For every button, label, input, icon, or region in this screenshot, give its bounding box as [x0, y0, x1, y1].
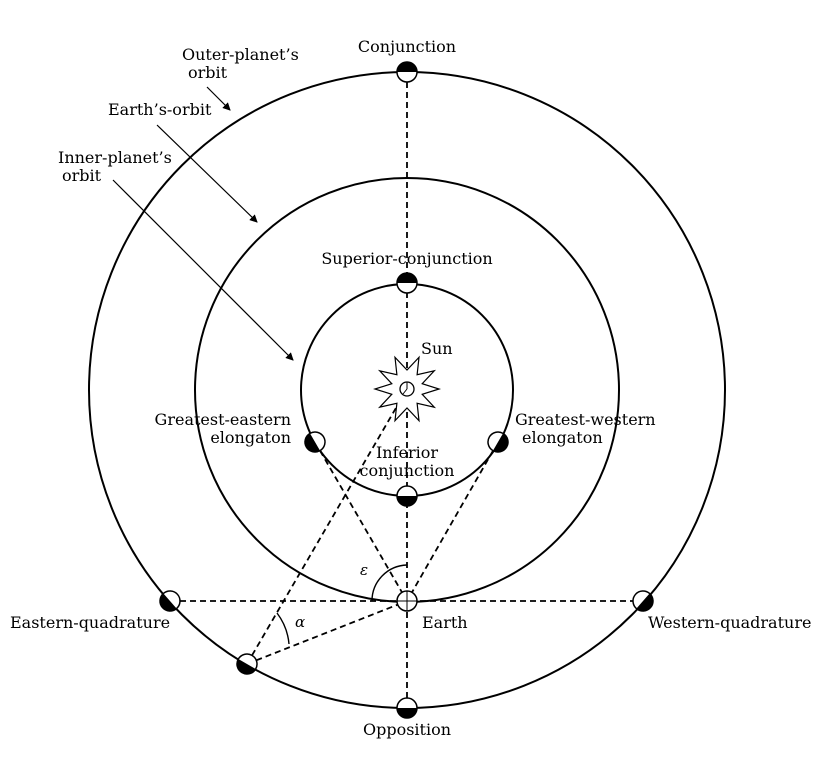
label-conjunction: Conjunction	[358, 37, 456, 56]
label-opposition: Opposition	[363, 720, 451, 739]
planet-marker-opposition	[396, 697, 418, 719]
sun-core-mark-2	[402, 388, 408, 395]
label-epsilon: ε	[360, 561, 368, 579]
alpha-angle-arc	[276, 612, 290, 645]
earth-orbit-arrow	[156, 124, 258, 223]
planet-marker-western-quadrature	[632, 590, 654, 612]
earth-marker	[396, 590, 418, 612]
label-western-quadrature: Western-quadrature	[648, 613, 811, 632]
label-earth-orbit: Earth’s-orbit	[108, 100, 212, 119]
label-greatest-eastern-2: elongaton	[210, 428, 291, 447]
planet-marker-greatest-eastern	[304, 431, 326, 453]
inner-orbit-arrow	[112, 179, 294, 361]
planet-marker-eastern-quadrature	[159, 590, 181, 612]
epsilon-angle-arc	[371, 564, 408, 602]
label-greatest-western-2: elongaton	[522, 428, 603, 447]
label-eastern-quadrature: Eastern-quadrature	[10, 613, 170, 632]
label-inferior-2: conjunction	[360, 461, 455, 480]
planet-sun-line	[246, 388, 408, 665]
label-inner-orbit-1: Inner-planet’s	[58, 148, 172, 167]
planet-earth-line	[246, 600, 408, 665]
planet-marker-greatest-western	[487, 431, 509, 453]
label-superior-conjunction: Superior-conjunction	[321, 249, 492, 268]
label-outer-orbit-2: orbit	[188, 63, 228, 82]
planet-marker-intermediate	[236, 653, 258, 675]
planet-marker-conjunction	[396, 61, 418, 83]
label-earth: Earth	[422, 613, 468, 632]
label-inner-orbit-2: orbit	[62, 166, 102, 185]
label-sun: Sun	[421, 339, 453, 358]
label-alpha: α	[295, 613, 305, 631]
label-outer-orbit-1: Outer-planet’s	[182, 45, 299, 64]
planet-marker-inferior-conjunction	[396, 485, 418, 507]
planet-marker-superior-conjunction	[396, 272, 418, 294]
label-inferior-1: Inferior	[376, 443, 438, 462]
western-elongation-line	[406, 441, 499, 602]
label-greatest-eastern-1: Greatest-eastern	[155, 410, 291, 429]
outer-orbit-arrow	[206, 86, 231, 111]
eastern-elongation-line	[314, 441, 408, 602]
label-greatest-western-1: Greatest-western	[515, 410, 656, 429]
